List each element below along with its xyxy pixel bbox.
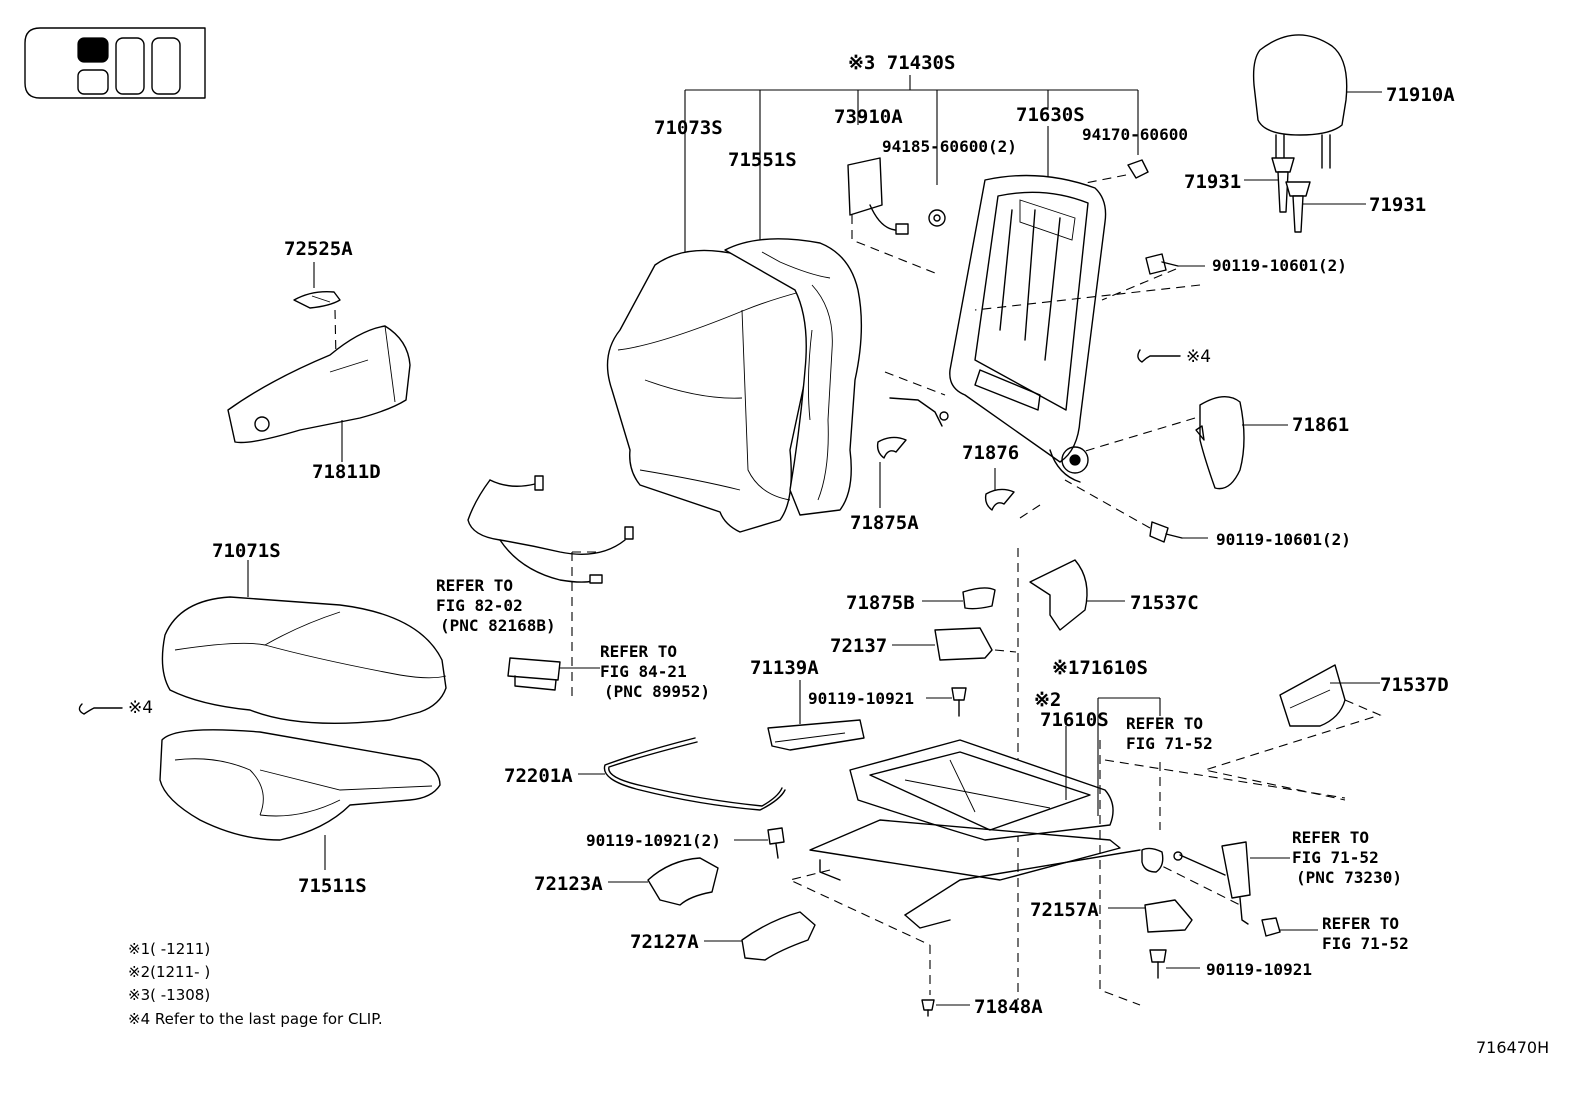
reference-line: FIG 84-21: [600, 662, 687, 681]
footnote-2: ※2(1211- ): [128, 963, 211, 981]
side-shield-71811d: [227, 325, 411, 462]
label-71875a[interactable]: 71875A: [850, 512, 919, 534]
label-71537d[interactable]: 71537D: [1380, 674, 1449, 696]
seatback-frame-71630s: [884, 174, 1201, 483]
lever-knob-72525a: [293, 262, 341, 361]
figure-code: 716470H: [1476, 1038, 1550, 1057]
cover-71875b: [922, 587, 996, 610]
seat-belt-buckle: [1141, 841, 1318, 937]
label-94185-60600[interactable]: 94185-60600(2): [882, 137, 1017, 156]
label-71931-right[interactable]: 71931: [1369, 194, 1427, 216]
headrest-guide-71931-right: [1285, 181, 1366, 233]
label-71910a[interactable]: 71910A: [1386, 84, 1455, 106]
seat-cushion-cover-71071s: [161, 560, 447, 725]
cover-71876: [984, 468, 1041, 519]
label-71848a[interactable]: 71848A: [974, 996, 1043, 1018]
reference-line: (PNC 82168B): [440, 616, 556, 635]
seatback-pad-71551s: [724, 238, 863, 516]
label-73910a[interactable]: 73910A: [834, 106, 903, 128]
label-71610s-2[interactable]: 71610S: [1040, 709, 1109, 731]
footnote-3: ※3( -1308): [128, 986, 211, 1004]
bracket-72137: [892, 627, 1017, 661]
nut-94185-60600: [928, 209, 946, 227]
wire-harness: [467, 475, 634, 700]
label-71610s-1[interactable]: ※171610S: [1052, 657, 1148, 679]
seat-cushion-pad-71511s: [159, 729, 441, 870]
reference-line: REFER TO: [436, 576, 514, 595]
label-71139a[interactable]: 71139A: [750, 657, 819, 679]
label-71931-left[interactable]: 71931: [1184, 171, 1242, 193]
reference-line: REFER TO: [1292, 828, 1370, 847]
label-90119-10921-center[interactable]: 90119-10921: [808, 689, 914, 708]
label-72137[interactable]: 72137: [830, 635, 888, 657]
cover-71875a: [876, 397, 949, 508]
footnote-1: ※1( -1211): [128, 940, 211, 958]
bolt-90119-10921-pair: [734, 827, 785, 859]
reference-line: FIG 82-02: [436, 596, 523, 615]
label-90119-10601-lower[interactable]: 90119-10601(2): [1216, 530, 1351, 549]
seat-position-locator-icon: [24, 27, 206, 99]
bolt-90119-10921-center: [926, 687, 967, 717]
cover-71139a: [767, 680, 865, 751]
label-71630s[interactable]: 71630S: [1016, 104, 1085, 126]
connector-module: [507, 657, 600, 691]
cap-71848a: [921, 945, 970, 1017]
cover-72127a: [704, 911, 816, 961]
reference-line: (PNC 73230): [1296, 868, 1402, 887]
label-71511s[interactable]: 71511S: [298, 875, 367, 897]
reference-fig-71-52-buckle[interactable]: REFER TO FIG 71-52 (PNC 73230): [1292, 828, 1402, 888]
bolt-90119-10601-lower: [1064, 479, 1208, 543]
label-71861[interactable]: 71861: [1292, 414, 1350, 436]
label-72525a[interactable]: 72525A: [284, 238, 353, 260]
reference-line: FIG 71-52: [1322, 934, 1409, 953]
reference-line: REFER TO: [600, 642, 678, 661]
reference-line: FIG 71-52: [1292, 848, 1379, 867]
seat-track-71610s: [788, 697, 1346, 1006]
reference-fig-82-02[interactable]: REFER TO FIG 82-02 (PNC 82168B): [436, 576, 556, 636]
label-71430s[interactable]: ※3 71430S: [848, 52, 956, 74]
seatback-cover-71073s: [606, 249, 810, 533]
label-90119-10921-pair[interactable]: 90119-10921(2): [586, 831, 721, 850]
clip-note-right: ※4: [1186, 347, 1212, 367]
reference-fig-71-52-anchor[interactable]: REFER TO FIG 71-52: [1322, 914, 1409, 954]
label-71610s-2-mark: ※2: [1034, 689, 1062, 711]
nut-94170-60600: [1059, 159, 1149, 189]
label-71073s[interactable]: 71073S: [654, 117, 723, 139]
label-90119-10921-lower[interactable]: 90119-10921: [1206, 960, 1312, 979]
label-72123a[interactable]: 72123A: [534, 873, 603, 895]
reference-line: REFER TO: [1322, 914, 1400, 933]
cover-72123a: [608, 857, 719, 906]
cover-72157a: [1108, 899, 1193, 933]
label-72127a[interactable]: 72127A: [630, 931, 699, 953]
cover-71537d: [1202, 664, 1382, 801]
clip-icon-right: [1137, 349, 1181, 363]
reference-line: REFER TO: [1126, 714, 1204, 733]
recliner-cover-71861: [1081, 396, 1288, 490]
label-90119-10601-upper[interactable]: 90119-10601(2): [1212, 256, 1347, 275]
bolt-90119-10601-upper: [1145, 253, 1205, 275]
clip-icon-left: [78, 703, 123, 715]
assembly-bracket-71430s: [684, 75, 1139, 258]
clip-note-left: ※4: [128, 698, 154, 718]
reference-fig-84-21[interactable]: REFER TO FIG 84-21 (PNC 89952): [600, 642, 710, 702]
label-72201a[interactable]: 72201A: [504, 765, 573, 787]
bolt-90119-10921-lower: [1149, 949, 1200, 979]
label-71875b[interactable]: 71875B: [846, 592, 915, 614]
wire-72201a: [578, 737, 786, 811]
lumbar-switch-73910a: [847, 157, 941, 276]
label-71811d[interactable]: 71811D: [312, 461, 381, 483]
label-72157a[interactable]: 72157A: [1030, 899, 1099, 921]
headrest-71910a: [1252, 34, 1382, 169]
label-71537c[interactable]: 71537C: [1130, 592, 1199, 614]
footnote-4: ※4 Refer to the last page for CLIP.: [128, 1010, 383, 1028]
label-71876[interactable]: 71876: [962, 442, 1020, 464]
reference-line: (PNC 89952): [604, 682, 710, 701]
label-71551s[interactable]: 71551S: [728, 149, 797, 171]
label-94170-60600[interactable]: 94170-60600: [1082, 125, 1188, 144]
reference-line: FIG 71-52: [1126, 734, 1213, 753]
label-71071s[interactable]: 71071S: [212, 540, 281, 562]
reference-fig-71-52-track[interactable]: REFER TO FIG 71-52: [1126, 714, 1213, 754]
